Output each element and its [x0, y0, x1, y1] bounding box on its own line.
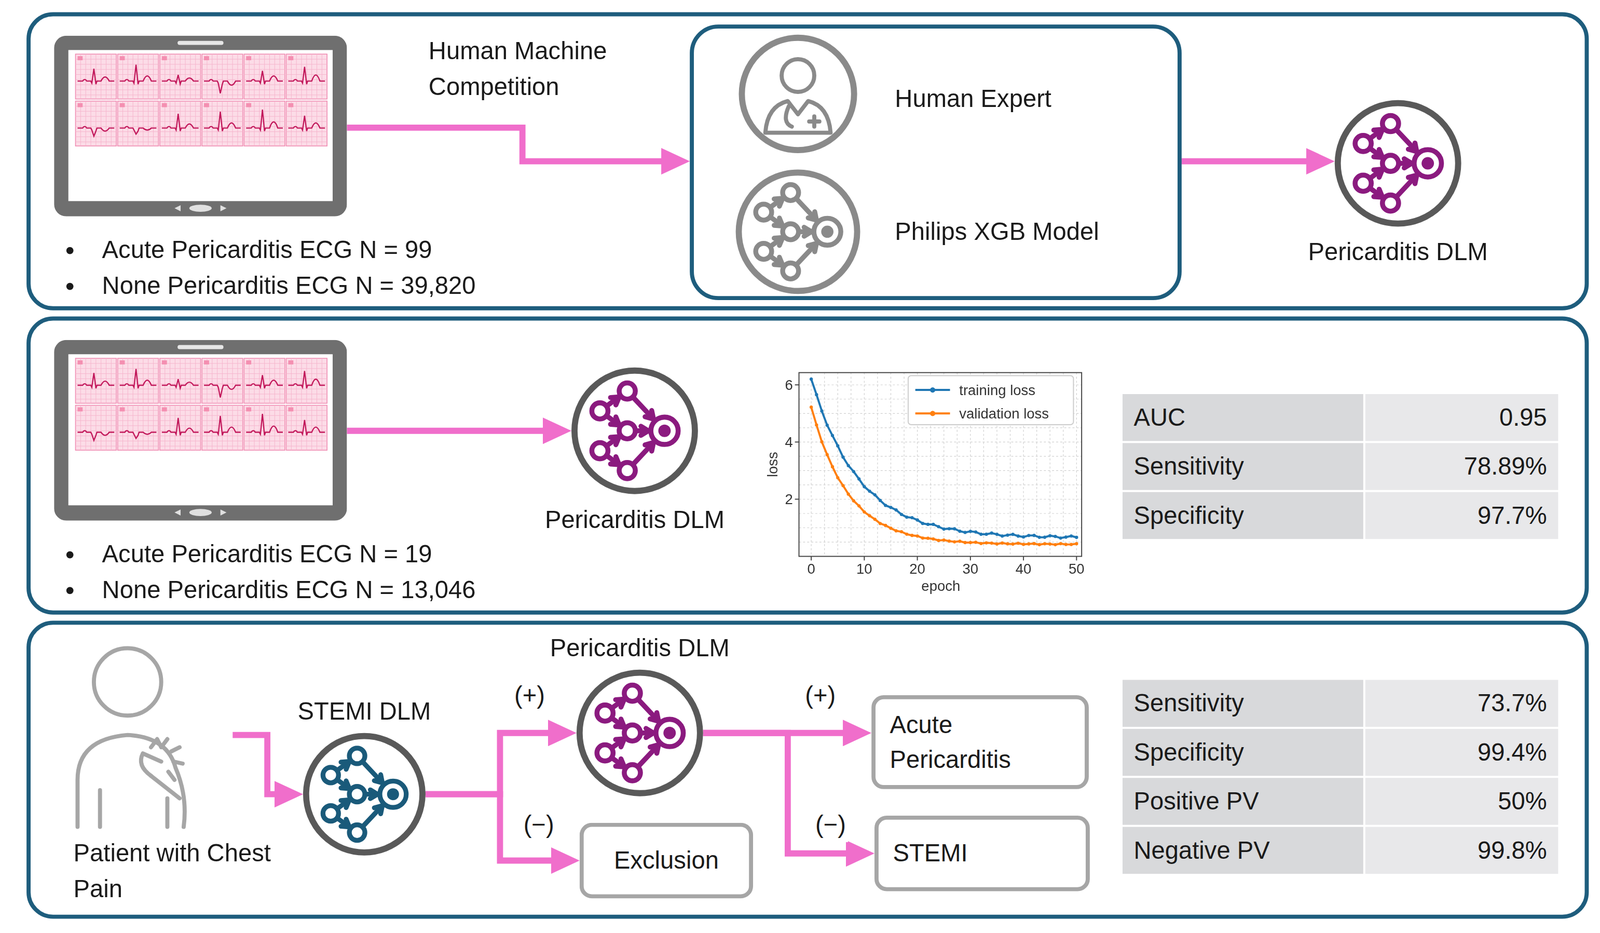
flow-arrow: [1181, 158, 1313, 165]
bullet-dot: [66, 282, 74, 291]
patient-label: Patient with Chest Pain: [73, 834, 300, 907]
table-cell: 99.4%: [1365, 728, 1559, 776]
flow-arrow: [425, 794, 558, 861]
table-cell: Positive PV: [1122, 777, 1364, 825]
tick-label: 6: [784, 375, 793, 394]
bullet-dot: [66, 551, 74, 559]
result-label: Acute Pericarditis: [890, 707, 1071, 777]
table-cell: 99.8%: [1365, 826, 1559, 874]
model-circle: Pericarditis DLM: [576, 669, 704, 797]
flow-arrow: [347, 427, 550, 434]
tick-label: 30: [962, 558, 979, 578]
panel-frame: [28, 318, 1587, 612]
bullet-dot: [66, 586, 74, 595]
tick-label: 40: [1015, 558, 1032, 578]
table-cell: 97.7%: [1365, 491, 1559, 539]
model-circle: Pericarditis DLM: [1334, 100, 1462, 227]
network-icon: [309, 739, 420, 850]
patient-illustration: [69, 645, 234, 829]
table-cell: 0.95: [1365, 393, 1559, 441]
panel-frame: [28, 14, 1587, 309]
tablet-illustration: [53, 35, 347, 217]
tick-label: 20: [909, 558, 926, 578]
table-cell: 78.89%: [1365, 442, 1559, 490]
loss-chart: [795, 372, 1083, 561]
model-label: STEMI DLM: [297, 693, 431, 729]
axis-title: loss: [763, 451, 782, 477]
table-cell: Sensitivity: [1122, 442, 1364, 490]
tablet-illustration: [53, 339, 347, 521]
tick-label: 50: [1068, 558, 1085, 578]
participant-label: Human Expert: [894, 81, 1052, 117]
flow-arrow: [425, 732, 555, 795]
result-label: STEMI: [892, 835, 1072, 871]
edge-label: Human Machine Competition: [426, 32, 651, 105]
edge-label: (+): [802, 677, 838, 713]
table-cell: Sensitivity: [1122, 679, 1364, 727]
table-cell: Negative PV: [1122, 826, 1364, 874]
icon-illustration: [689, 24, 1182, 300]
ecg-tablet: Acute Pericarditis ECG N = 19None Perica…: [53, 339, 347, 521]
table-cell: Specificity: [1122, 491, 1364, 539]
tick-label: 0: [807, 558, 815, 578]
model-label: Pericarditis DLM: [544, 501, 725, 537]
model-circle: Pericarditis DLM: [571, 367, 699, 495]
network-icon: [1341, 105, 1456, 221]
result-label: Exclusion: [595, 842, 737, 878]
result-box: Acute Pericarditis: [871, 694, 1089, 789]
ecg-tablet: Acute Pericarditis ECG N = 99None Perica…: [53, 35, 347, 217]
axis-title: epoch: [921, 576, 961, 595]
edge-label: (−): [813, 807, 849, 842]
legend-text: training loss: [959, 380, 1036, 399]
model-circle: STEMI DLM: [303, 732, 426, 856]
bullet-text: Acute Pericarditis ECG N = 99: [102, 232, 433, 268]
edge-label: (+): [512, 677, 547, 713]
bullet-text: None Pericarditis ECG N = 13,046: [102, 572, 476, 608]
bullet-text: Acute Pericarditis ECG N = 19: [102, 536, 433, 572]
legend-text: validation loss: [959, 404, 1049, 423]
panel-frame: [28, 622, 1587, 916]
edge-label: (−): [521, 807, 557, 842]
result-box: STEMI: [874, 815, 1090, 891]
competition-box: Human ExpertPhilips XGB Model: [689, 24, 1182, 300]
network-icon: [577, 373, 692, 488]
table-cell: Specificity: [1122, 728, 1364, 776]
tick-label: 4: [784, 432, 793, 451]
table-cell: AUC: [1122, 393, 1364, 441]
participant-label: Philips XGB Model: [894, 214, 1099, 250]
bullet-text: None Pericarditis ECG N = 39,820: [102, 268, 476, 304]
model-label: Pericarditis DLM: [550, 630, 730, 666]
bullet-dot: [66, 247, 74, 255]
patient-figure: Patient with Chest Pain: [69, 645, 234, 829]
network-icon: [582, 675, 697, 790]
tick-label: 10: [856, 558, 873, 578]
tick-label: 2: [784, 489, 793, 509]
result-box: Exclusion: [579, 822, 754, 898]
flow-arrow: [347, 127, 668, 162]
table-cell: 73.7%: [1365, 679, 1559, 727]
flow-arrow: [232, 734, 281, 795]
model-label: Pericarditis DLM: [1308, 234, 1488, 270]
table-cell: 50%: [1365, 777, 1559, 825]
